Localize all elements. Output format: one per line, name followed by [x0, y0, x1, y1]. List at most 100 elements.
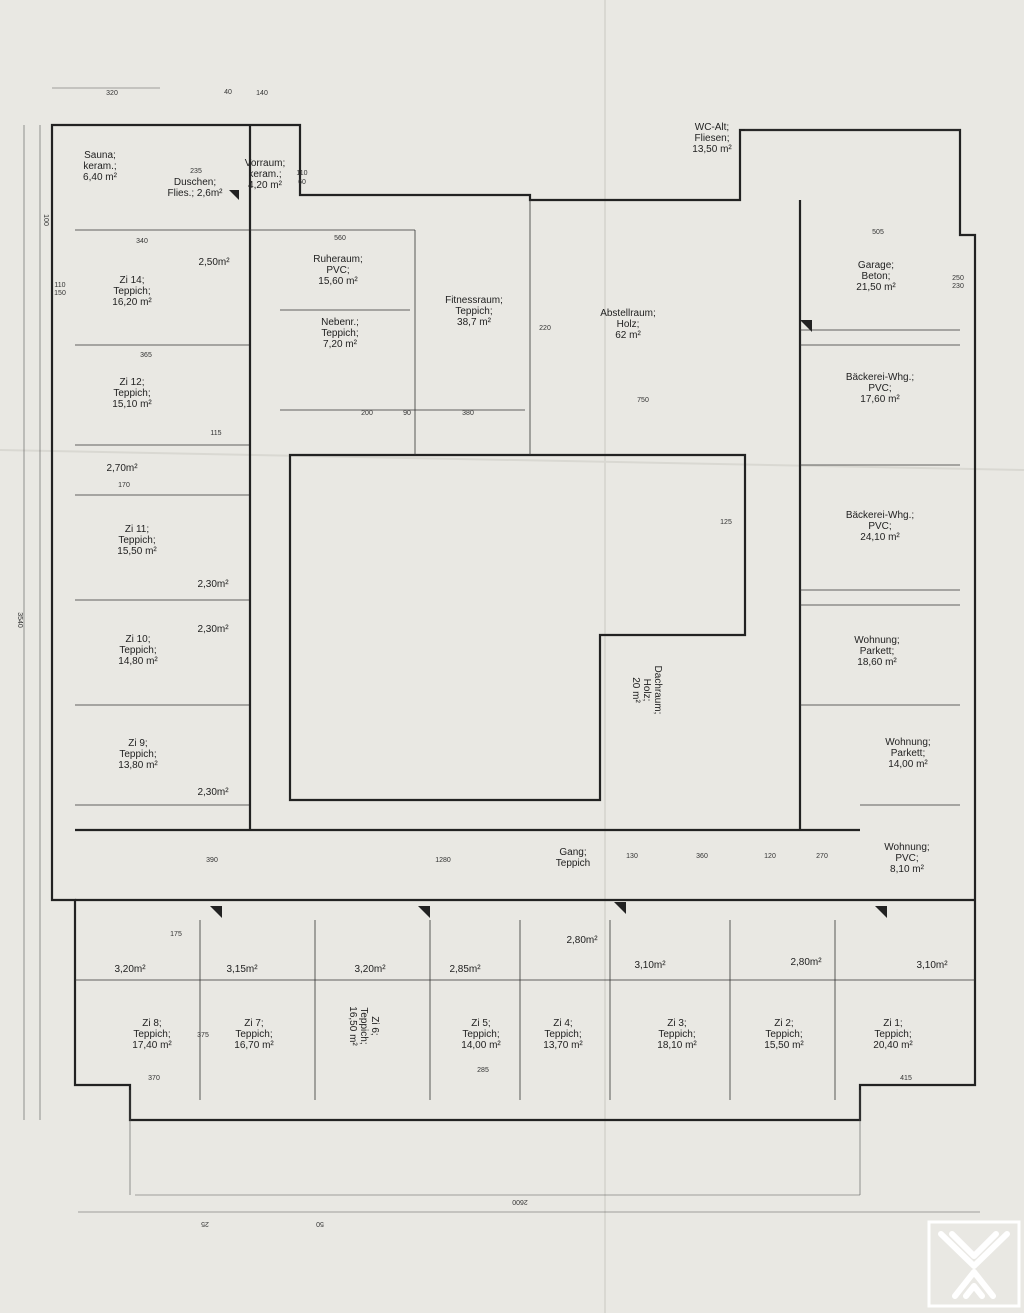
room-label-line: 3,15m²	[226, 964, 258, 975]
dim-label: 370	[148, 1075, 160, 1082]
room-label-line: 38,7 m²	[457, 317, 492, 328]
room-label-line: 24,10 m²	[860, 532, 900, 543]
room-label-line: Zi 2;	[774, 1018, 793, 1029]
room-label-line: Flies.; 2,6m²	[167, 188, 223, 199]
room-label-line: Zi 14;	[119, 275, 144, 286]
room-label-zi14: Zi 14;Teppich;16,20 m²	[112, 275, 152, 308]
room-label-line: Fliesen;	[694, 133, 729, 144]
room-label-line: Dachraum;	[652, 666, 663, 715]
dim-label: 220	[539, 325, 551, 332]
room-label-line: 14,00 m²	[461, 1040, 501, 1051]
room-label-wc5: 2,85m²	[449, 964, 481, 975]
room-label-line: Bäckerei-Whg.;	[846, 372, 914, 383]
room-label-line: 16,70 m²	[234, 1040, 274, 1051]
room-label-line: Teppich;	[133, 1029, 170, 1040]
room-label-line: 18,60 m²	[857, 657, 897, 668]
room-label-line: Zi 7;	[244, 1018, 263, 1029]
dim-label: 560	[334, 235, 346, 242]
room-label-wc1: 3,10m²	[916, 960, 948, 971]
room-label-line: 6,40 m²	[83, 172, 118, 183]
room-label-line: 15,50 m²	[764, 1040, 804, 1051]
room-label-line: Teppich	[556, 858, 590, 869]
room-label-line: 2,50m²	[198, 257, 230, 268]
room-label-line: Teppich;	[765, 1029, 802, 1040]
room-label-vorraum: Vorraum;keram.;4,20 m²	[245, 158, 286, 191]
room-label-wc6: 3,20m²	[354, 964, 386, 975]
room-label-line: Zi 3;	[667, 1018, 686, 1029]
room-label-line: Wohnung;	[854, 635, 899, 646]
dim-label: 175	[170, 931, 182, 938]
room-label-line: Teppich;	[119, 749, 156, 760]
room-label-line: Teppich;	[658, 1029, 695, 1040]
dim-label: 3540	[16, 612, 23, 628]
room-label-dachraum: Dachraum;Holz;20 m²	[630, 666, 663, 715]
room-label-zi2: Zi 2;Teppich;15,50 m²	[764, 1018, 804, 1051]
room-label-line: Zi 9;	[128, 738, 147, 749]
room-label-wc4: 2,80m²	[566, 935, 598, 946]
dim-label: 235	[190, 168, 202, 175]
room-label-wc9: 2,30m²	[197, 787, 229, 798]
dim-label: 270	[816, 853, 828, 860]
room-label-line: 2,70m²	[106, 463, 138, 474]
room-label-line: Teppich;	[321, 328, 358, 339]
room-label-duschen: Duschen;Flies.; 2,6m²	[167, 177, 223, 199]
room-label-line: 2,30m²	[197, 787, 229, 798]
dim-label: 90	[403, 410, 411, 417]
room-label-line: 2,80m²	[790, 957, 822, 968]
room-label-zi9: Zi 9;Teppich;13,80 m²	[118, 738, 158, 771]
room-label-line: Zi 10;	[125, 634, 150, 645]
room-label-line: 62 m²	[615, 330, 641, 341]
room-label-line: keram.;	[83, 161, 116, 172]
room-label-line: 3,20m²	[114, 964, 146, 975]
room-label-line: Teppich;	[113, 286, 150, 297]
room-label-line: 8,10 m²	[890, 864, 925, 875]
room-label-line: Abstellraum;	[600, 308, 656, 319]
room-label-zi8: Zi 8;Teppich;17,40 m²	[132, 1018, 172, 1051]
dim-label: 1280	[435, 857, 451, 864]
room-label-zi3: Zi 3;Teppich;18,10 m²	[657, 1018, 697, 1051]
room-label-line: Teppich;	[544, 1029, 581, 1040]
room-label-garage: Garage;Beton;21,50 m²	[856, 260, 896, 293]
dim-label: 150	[54, 290, 66, 297]
room-label-line: Teppich;	[874, 1029, 911, 1040]
room-label-zi6: Zi 6;Teppich;16,50 m²	[347, 1006, 380, 1046]
room-label-line: 2,80m²	[566, 935, 598, 946]
room-label-line: 18,10 m²	[657, 1040, 697, 1051]
room-label-zi11: Zi 11;Teppich;15,50 m²	[117, 524, 157, 557]
room-label-wc12: 2,70m²	[106, 463, 138, 474]
room-label-zi5: Zi 5;Teppich;14,00 m²	[461, 1018, 501, 1051]
room-label-baeckerei1: Bäckerei-Whg.;PVC;17,60 m²	[846, 372, 914, 405]
dim-label: 115	[210, 430, 221, 437]
room-label-wc2: 2,80m²	[790, 957, 822, 968]
room-label-line: Holz;	[641, 679, 652, 702]
room-label-line: Garage;	[858, 260, 894, 271]
room-label-sauna: Sauna;keram.;6,40 m²	[83, 150, 118, 183]
room-label-line: 14,00 m²	[888, 759, 928, 770]
room-label-line: Wohnung;	[884, 842, 929, 853]
room-label-line: keram.;	[248, 169, 281, 180]
room-label-line: PVC;	[326, 265, 349, 276]
room-label-line: Beton;	[862, 271, 891, 282]
room-label-wc8: 3,20m²	[114, 964, 146, 975]
room-label-line: 13,80 m²	[118, 760, 158, 771]
room-label-wc11: 2,30m²	[197, 579, 229, 590]
dim-label: 505	[872, 229, 884, 236]
dim-label: 110	[54, 282, 65, 289]
room-label-line: 20,40 m²	[873, 1040, 913, 1051]
dim-label: 125	[720, 519, 732, 526]
room-label-line: 13,70 m²	[543, 1040, 583, 1051]
paper-fold	[0, 449, 1024, 471]
room-label-line: Vorraum;	[245, 158, 286, 169]
room-label-line: 16,20 m²	[112, 297, 152, 308]
dimension-labels: 320 40 140 235 110 60 560 505 250 230 34…	[16, 89, 964, 1227]
room-label-line: 14,80 m²	[118, 656, 158, 667]
room-label-line: 3,20m²	[354, 964, 386, 975]
room-label-line: 2,30m²	[197, 624, 229, 635]
room-label-line: Fitnessraum;	[445, 295, 503, 306]
dim-label: 110	[296, 170, 307, 177]
room-label-line: 4,20 m²	[248, 180, 283, 191]
room-label-line: Teppich;	[119, 645, 156, 656]
dim-label: 750	[637, 397, 649, 404]
room-label-line: Zi 11;	[125, 524, 149, 535]
